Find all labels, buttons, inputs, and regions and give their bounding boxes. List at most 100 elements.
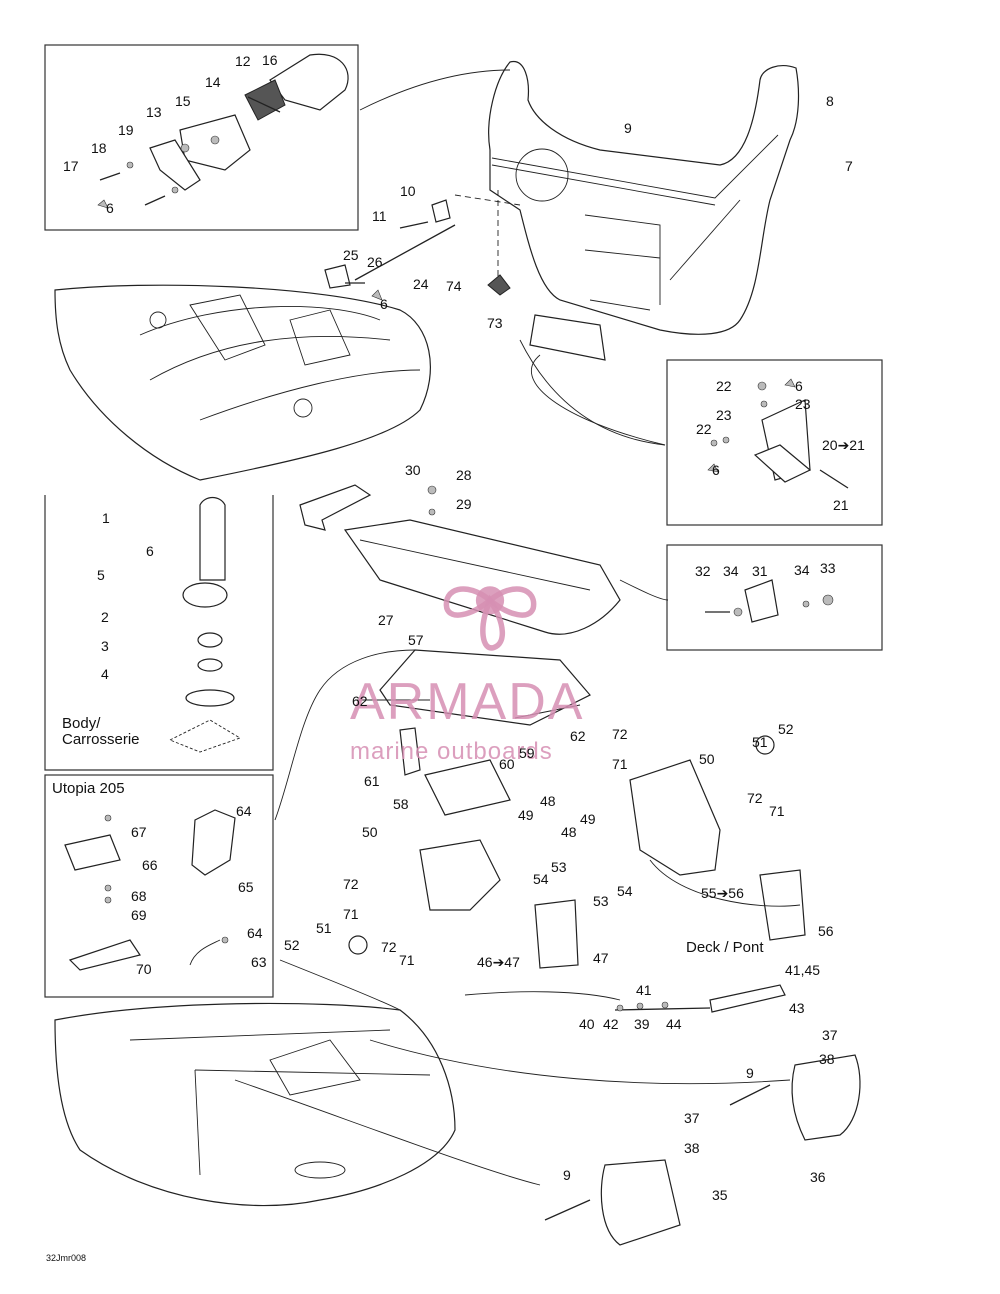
callout-68: 68 [131, 888, 147, 904]
callout-23: 23 [795, 396, 811, 412]
callout-48: 48 [540, 793, 556, 809]
callout-12: 12 [235, 53, 251, 69]
callout-19: 19 [118, 122, 134, 138]
utopia-parts [64, 809, 236, 971]
callout-11: 11 [372, 208, 387, 224]
callout-24: 24 [413, 276, 429, 292]
callout-41: 41 [636, 982, 652, 998]
storage-tray [299, 484, 669, 635]
callout-21: 21 [833, 497, 849, 513]
callout-54: 54 [533, 871, 549, 887]
callout-6c: 6 [380, 296, 388, 312]
callout-71: 71 [612, 756, 628, 772]
callout-9: 9 [624, 120, 632, 136]
callout-56: 56 [818, 923, 834, 939]
deck-note: Deck / Pont [686, 939, 764, 956]
callout-72d: 72 [381, 939, 397, 955]
cushion-assembly [274, 649, 591, 821]
callout-14: 14 [205, 74, 221, 90]
callout-7: 7 [845, 158, 853, 174]
callout-39: 39 [634, 1016, 650, 1032]
inset-box-seat-latch [44, 44, 359, 231]
callout-52b: 52 [284, 937, 300, 953]
callout-37b: 37 [684, 1110, 700, 1126]
callout-8: 8 [826, 93, 834, 109]
callout-72: 72 [612, 726, 628, 742]
callout-61: 61 [364, 773, 380, 789]
callout-73: 73 [487, 315, 503, 331]
callout-38: 38 [819, 1051, 835, 1067]
callout-20-21: 20➔21 [822, 437, 865, 453]
callout-10: 10 [400, 183, 416, 199]
latch-assembly [97, 53, 349, 209]
callout-3: 3 [101, 638, 109, 654]
callout-26: 26 [367, 254, 383, 270]
callout-51: 51 [752, 734, 768, 750]
callout-74: 74 [446, 278, 462, 294]
callout-43: 43 [789, 1000, 805, 1016]
bumper-assembly [168, 496, 242, 753]
callout-71d: 71 [399, 952, 415, 968]
callout-23b: 23 [716, 407, 732, 423]
body-note-fr: Carrosserie [62, 731, 140, 748]
callout-71b: 71 [769, 803, 785, 819]
seat-part [488, 61, 800, 335]
hull-front [54, 284, 666, 481]
side-panels [348, 735, 806, 969]
deck-fitting [464, 984, 786, 1013]
callout-49: 49 [518, 807, 534, 823]
callout-72b: 72 [747, 790, 763, 806]
callout-67: 67 [131, 824, 147, 840]
callout-54b: 54 [617, 883, 633, 899]
callout-35: 35 [712, 1187, 728, 1203]
callout-22b: 22 [696, 421, 712, 437]
callout-55-56: 55➔56 [701, 885, 744, 901]
callout-59: 59 [519, 745, 535, 761]
callout-25: 25 [343, 247, 359, 263]
callout-65: 65 [238, 879, 254, 895]
callout-70: 70 [136, 961, 152, 977]
callout-53: 53 [551, 859, 567, 875]
hull-rear [54, 959, 791, 1207]
rear-covers [544, 1054, 861, 1246]
callout-16: 16 [262, 52, 278, 68]
callout-58: 58 [393, 796, 409, 812]
callout-36: 36 [810, 1169, 826, 1185]
callout-57: 57 [408, 632, 424, 648]
callout-63: 63 [251, 954, 267, 970]
callout-52: 52 [778, 721, 794, 737]
callout-62b: 62 [570, 728, 586, 744]
callout-17: 17 [63, 158, 79, 174]
callout-66: 66 [142, 857, 158, 873]
callout-22: 22 [716, 378, 732, 394]
callout-41-45: 41,45 [785, 962, 821, 978]
callout-28: 28 [456, 467, 472, 483]
callout-40: 40 [579, 1016, 595, 1032]
callout-34b: 34 [794, 562, 810, 578]
propeller-logo [443, 586, 537, 651]
callout-32: 32 [695, 563, 711, 579]
callout-38b: 38 [684, 1140, 700, 1156]
callout-6e: 6 [712, 462, 720, 478]
watermark-tagline: marine outboards [350, 738, 553, 765]
latch-cable [324, 69, 521, 301]
callout-6b: 6 [106, 200, 114, 216]
callout-29: 29 [456, 496, 472, 512]
callout-31: 31 [752, 563, 768, 579]
callout-60: 60 [499, 756, 515, 772]
callout-50b: 50 [699, 751, 715, 767]
callout-4: 4 [101, 666, 109, 682]
callout-44: 44 [666, 1016, 682, 1032]
callout-42: 42 [603, 1016, 619, 1032]
bracket-assembly [529, 314, 849, 489]
inset-box-bracket [666, 359, 883, 526]
callout-9b: 9 [746, 1065, 754, 1081]
drawing-code: 32Jmr008 [46, 1253, 87, 1263]
callout-27: 27 [378, 612, 394, 628]
callout-48b: 48 [561, 824, 577, 840]
callout-47: 47 [593, 950, 609, 966]
callout-53b: 53 [593, 893, 609, 909]
callout-9c: 9 [563, 1167, 571, 1183]
